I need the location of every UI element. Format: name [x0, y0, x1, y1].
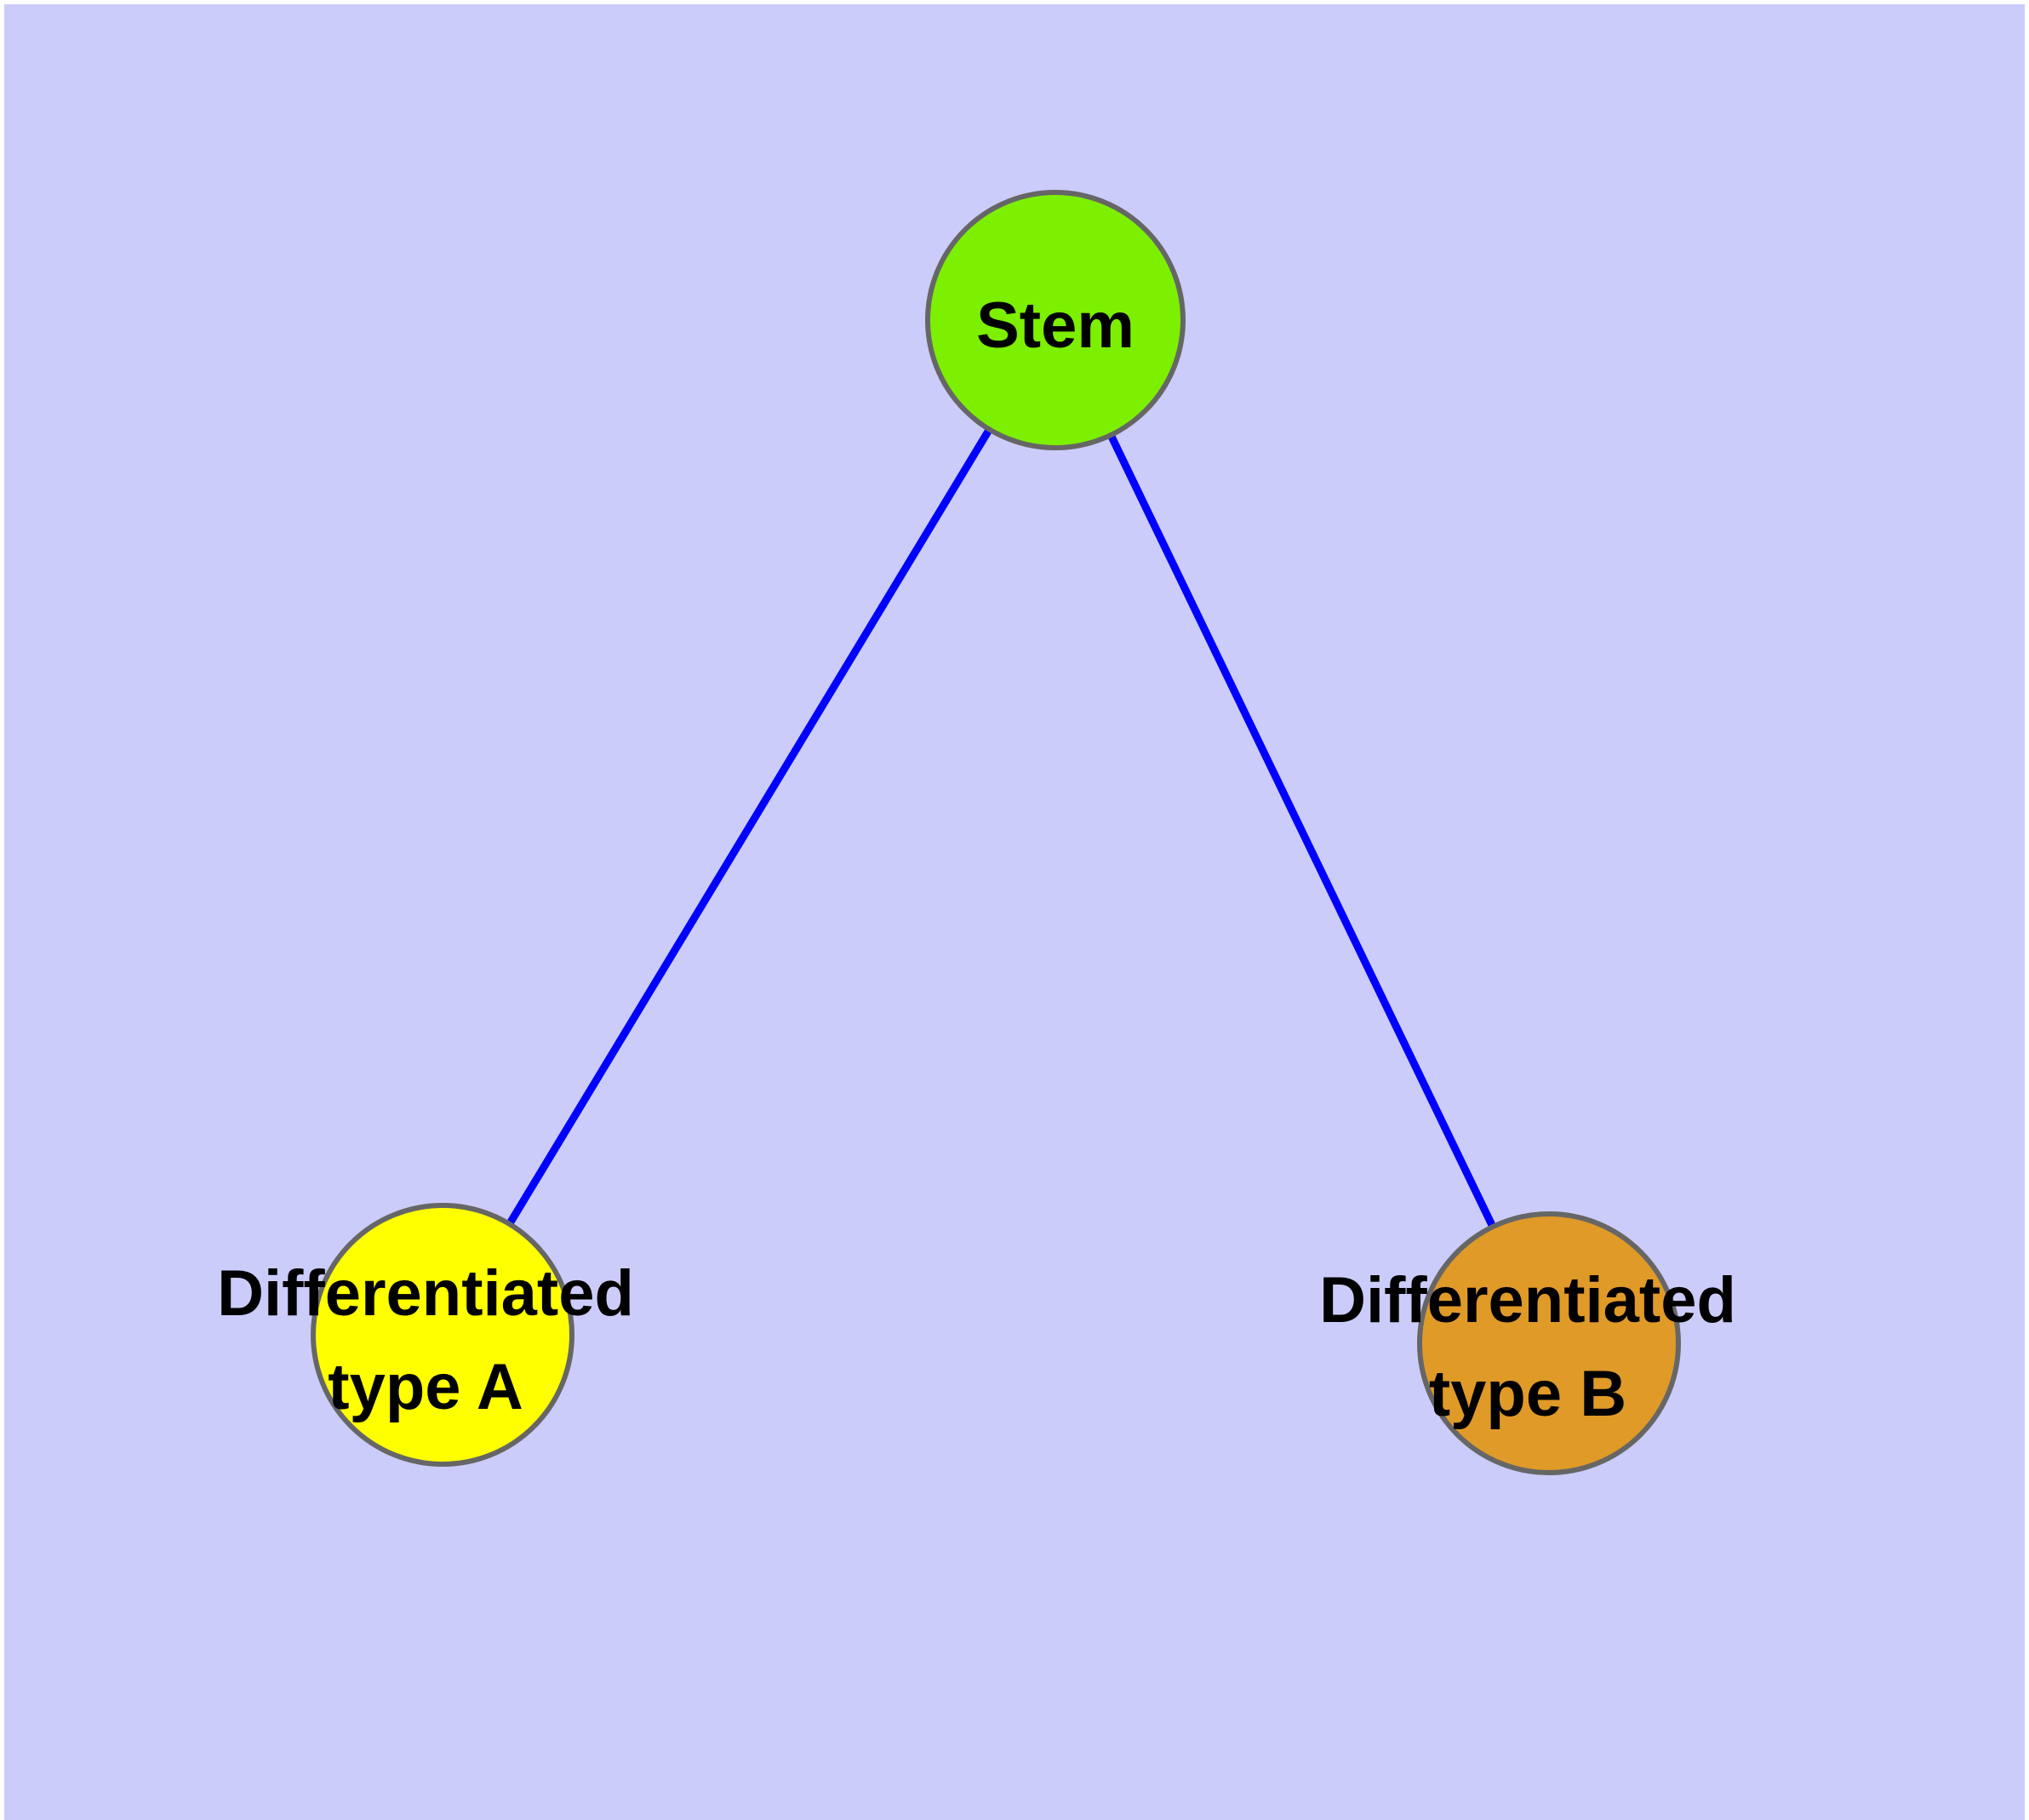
node-type-b-label-line1: Differentiated — [1319, 1264, 1736, 1336]
edge-stem-to-type-a[interactable] — [439, 318, 1059, 1337]
node-type-a-circle[interactable] — [311, 1203, 574, 1467]
node-stem-label: Stem — [976, 289, 1135, 362]
node-type-b-circle[interactable] — [1417, 1211, 1681, 1475]
nodes-layer — [311, 190, 1681, 1475]
node-type-a[interactable] — [311, 1203, 574, 1467]
node-type-a-label-line1: Differentiated — [217, 1257, 634, 1330]
edge-stem-to-type-b[interactable] — [1051, 318, 1553, 1345]
node-stem-circle[interactable] — [925, 190, 1186, 450]
node-stem[interactable] — [925, 190, 1186, 450]
edges-layer — [439, 318, 1553, 1345]
node-type-a-label-line2: type A — [328, 1351, 523, 1423]
node-type-b[interactable] — [1417, 1211, 1681, 1475]
node-type-b-label-line2: type B — [1429, 1358, 1626, 1430]
labels-layer: Stem Differentiated type A Differentiate… — [217, 289, 1736, 1430]
